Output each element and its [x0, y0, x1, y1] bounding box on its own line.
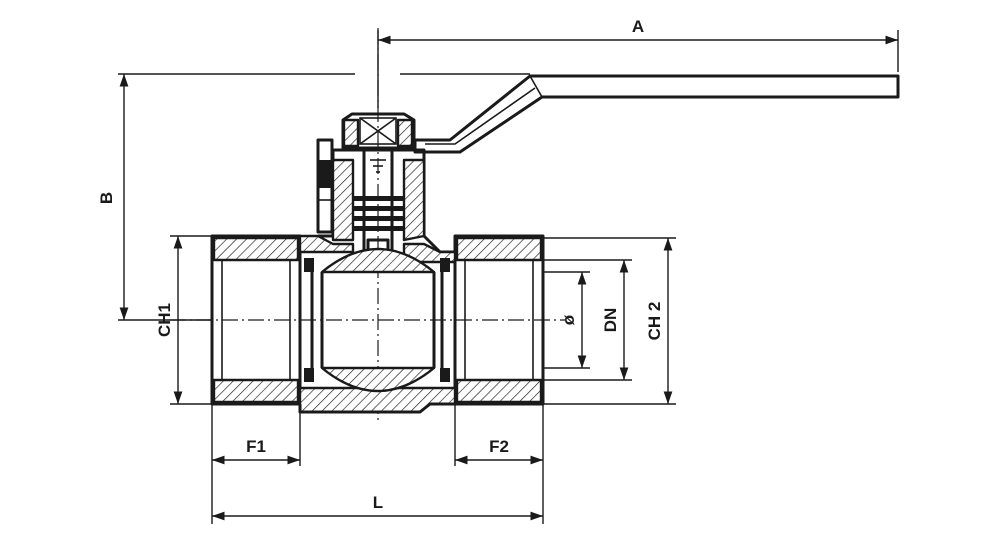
label-F1: F1 [246, 437, 266, 456]
center-lines [170, 28, 565, 420]
ball-seats [304, 258, 450, 382]
lever-handle [413, 74, 900, 154]
label-F2: F2 [489, 437, 509, 456]
label-B: B [97, 192, 116, 204]
label-phi: ø [559, 314, 578, 325]
ball [320, 247, 436, 393]
packing-rings [354, 196, 404, 231]
dimension-B: B [97, 73, 530, 321]
dimension-CH1: CH1 [155, 235, 212, 405]
dimension-DN: DN [543, 259, 632, 381]
label-CH2: CH 2 [645, 302, 664, 341]
label-DN: DN [601, 308, 620, 333]
dimension-CH2: CH 2 [543, 237, 676, 405]
stem-nut [341, 112, 416, 150]
dimension-F1: F1 [211, 404, 301, 524]
label-A: A [632, 17, 644, 36]
dimension-A: A [377, 17, 899, 108]
dimension-phi: ø [543, 271, 590, 369]
dimension-L: L [212, 493, 543, 521]
dimension-F2: F2 [454, 404, 544, 524]
label-L: L [373, 493, 383, 512]
label-CH1: CH1 [155, 303, 174, 337]
